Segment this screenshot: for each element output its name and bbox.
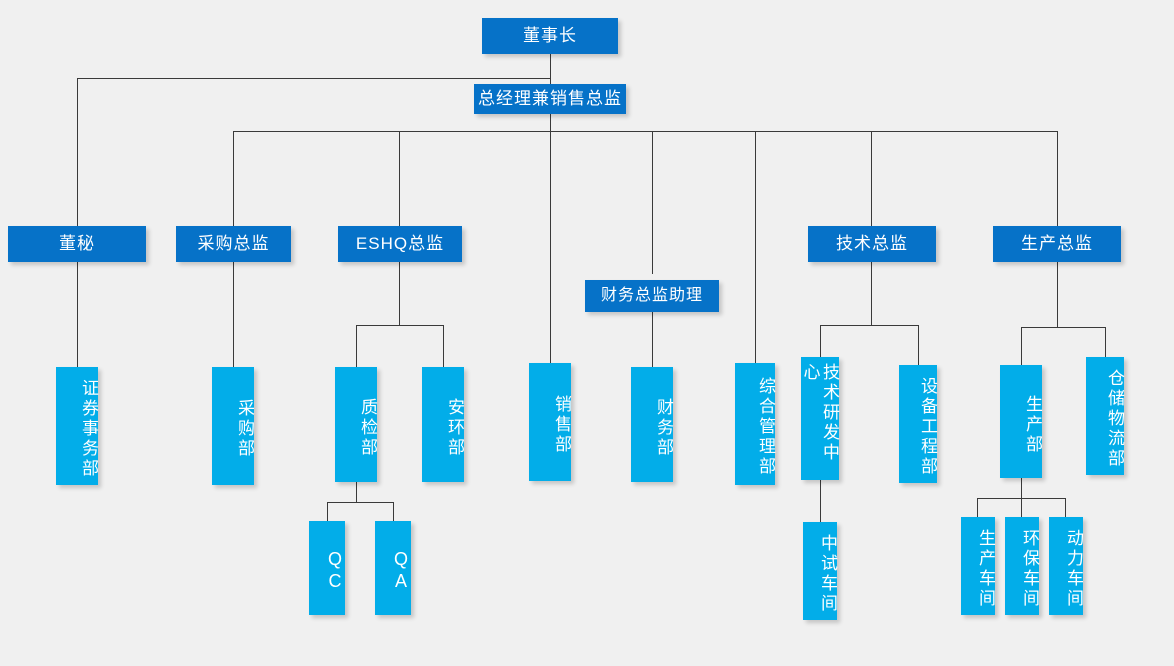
- connector-drop-purchasing: [233, 131, 234, 226]
- connector-gm-bus: [233, 131, 1058, 132]
- node-power-workshop[interactable]: 动力车间: [1049, 517, 1083, 615]
- connector-drop-finance-assistant: [652, 131, 653, 274]
- node-safety-environment-dept[interactable]: 安环部: [422, 367, 464, 482]
- node-production-workshop[interactable]: 生产车间: [961, 517, 995, 615]
- connector-tech-stem: [871, 262, 872, 325]
- connector-eshq-stem: [399, 262, 400, 325]
- connector-gm-stem: [550, 114, 551, 132]
- connector-secretary-to-securities: [77, 262, 78, 367]
- connector-rnd-to-pilot: [820, 480, 821, 522]
- node-qc[interactable]: QC: [309, 521, 345, 615]
- connector-eshq-to-qi: [356, 325, 357, 367]
- connector-eshq-bus: [356, 325, 444, 326]
- connector-proddept-stem: [1021, 478, 1022, 498]
- connector-proddept-to-pw: [977, 498, 978, 517]
- connector-qi-stem: [356, 482, 357, 502]
- connector-secretary-drop: [77, 78, 78, 226]
- node-technology-director[interactable]: 技术总监: [808, 226, 936, 262]
- node-equipment-engineering-dept[interactable]: 设备工程部: [899, 365, 937, 483]
- node-warehouse-logistics-dept[interactable]: 仓储物流部: [1086, 357, 1124, 475]
- connector-purchasing-to-dept: [233, 262, 234, 367]
- node-purchasing-director[interactable]: 采购总监: [176, 226, 291, 262]
- node-rnd-center[interactable]: 技术研发中心: [800, 357, 839, 480]
- connector-drop-production: [1057, 131, 1058, 226]
- connector-drop-general-management: [755, 131, 756, 363]
- connector-prod-bus: [1021, 327, 1106, 328]
- connector-eshq-to-safety: [443, 325, 444, 367]
- node-chairman[interactable]: 董事长: [482, 18, 618, 54]
- node-sales-dept[interactable]: 销售部: [529, 363, 571, 481]
- node-finance-director-assistant[interactable]: 财务总监助理: [585, 280, 719, 312]
- connector-finance-assistant-to-dept: [652, 312, 653, 367]
- connector-prod-stem: [1057, 262, 1058, 327]
- node-general-manager[interactable]: 总经理兼销售总监: [474, 84, 626, 114]
- connector-drop-eshq: [399, 131, 400, 226]
- connector-chairman-stem: [550, 54, 551, 94]
- node-securities-affairs-dept[interactable]: 证券事务部: [56, 367, 98, 485]
- node-environment-workshop[interactable]: 环保车间: [1005, 517, 1039, 615]
- connector-tech-bus: [820, 325, 918, 326]
- node-production-director[interactable]: 生产总监: [993, 226, 1121, 262]
- node-purchasing-dept[interactable]: 采购部: [212, 367, 254, 485]
- node-board-secretary[interactable]: 董秘: [8, 226, 146, 262]
- node-eshq-director[interactable]: ESHQ总监: [338, 226, 462, 262]
- connector-qi-to-qa: [393, 502, 394, 521]
- connector-drop-technology: [871, 131, 872, 226]
- node-qa[interactable]: QA: [375, 521, 411, 615]
- connector-proddept-to-ew: [1021, 498, 1022, 517]
- node-quality-inspection-dept[interactable]: 质检部: [335, 367, 377, 482]
- connector-drop-sales: [550, 131, 551, 363]
- node-general-management-dept[interactable]: 综合管理部: [735, 363, 775, 485]
- connector-tech-to-equipment: [918, 325, 919, 365]
- connector-tech-to-rnd: [820, 325, 821, 365]
- connector-qi-to-qc: [327, 502, 328, 521]
- node-production-dept[interactable]: 生产部: [1000, 365, 1042, 478]
- node-finance-dept[interactable]: 财务部: [631, 367, 673, 482]
- connector-chairman-to-secretary-h: [77, 78, 551, 79]
- connector-prod-to-warehouse: [1105, 327, 1106, 365]
- node-pilot-workshop[interactable]: 中试车间: [803, 522, 837, 620]
- connector-qi-bus: [327, 502, 393, 503]
- connector-prod-to-dept: [1021, 327, 1022, 365]
- connector-proddept-to-dw: [1065, 498, 1066, 517]
